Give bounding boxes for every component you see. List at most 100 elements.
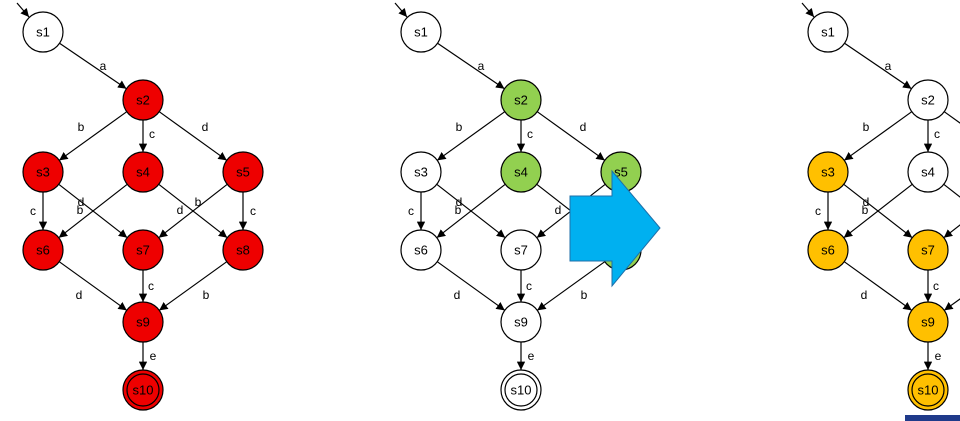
state-label-s5: s5 bbox=[614, 165, 628, 180]
edge-label-s7-s9: c bbox=[933, 279, 939, 293]
state-label-s1: s1 bbox=[414, 25, 428, 40]
edge-label-s5-s8: c bbox=[250, 204, 256, 218]
state-node-s6: s6 bbox=[22, 229, 64, 271]
state-label-s4: s4 bbox=[921, 165, 935, 180]
edge-label-s2-s3: b bbox=[78, 120, 85, 134]
edge-label-s3-s6: c bbox=[408, 204, 414, 218]
edge-s6-s9 bbox=[843, 261, 913, 311]
edge-label-s3-s7: d bbox=[863, 195, 870, 209]
edge-label-s6-s9: d bbox=[861, 288, 868, 302]
edge-label-s2-s4: c bbox=[149, 127, 155, 141]
state-node-s9: s9 bbox=[907, 301, 949, 343]
state-label-s6: s6 bbox=[821, 243, 835, 258]
state-node-s1: s1 bbox=[400, 11, 442, 53]
state-node-s1: s1 bbox=[807, 11, 849, 53]
state-node-s10: s10 bbox=[122, 369, 164, 411]
start-arrow bbox=[394, 2, 408, 18]
state-node-s10: s10 bbox=[907, 369, 949, 411]
edge-s1-s2 bbox=[844, 42, 912, 90]
edge-label-s4-s6: b bbox=[77, 203, 84, 217]
state-node-s7: s7 bbox=[907, 229, 949, 271]
state-label-s9: s9 bbox=[514, 315, 528, 330]
edge-s4-s6 bbox=[436, 183, 506, 239]
state-node-s5: s5 bbox=[600, 151, 642, 193]
state-label-s7: s7 bbox=[921, 243, 935, 258]
edge-s5-s7 bbox=[158, 183, 228, 239]
state-label-s3: s3 bbox=[414, 165, 428, 180]
edge-label-s9-s10: e bbox=[150, 349, 157, 363]
edge-label-s2-s4: c bbox=[934, 127, 940, 141]
state-node-s3: s3 bbox=[807, 151, 849, 193]
edge-label-s2-s3: b bbox=[456, 120, 463, 134]
edge-s2-s5 bbox=[158, 111, 228, 161]
state-node-s8: s8 bbox=[222, 229, 264, 271]
edge-s4-s6 bbox=[58, 183, 128, 239]
state-label-s9: s9 bbox=[136, 315, 150, 330]
start-arrow bbox=[16, 2, 30, 18]
edge-s8-s9 bbox=[158, 261, 228, 311]
start-arrow bbox=[801, 2, 815, 18]
edge-label-s7-s9: c bbox=[148, 279, 154, 293]
edge-label-s3-s6: c bbox=[30, 204, 36, 218]
state-label-s8: s8 bbox=[236, 243, 250, 258]
edge-s6-s9 bbox=[58, 261, 128, 311]
edge-s8-s9 bbox=[943, 298, 960, 311]
edge-label-s1-s2: a bbox=[478, 59, 485, 73]
edge-label-s4-s6: b bbox=[862, 203, 869, 217]
edge-label-s9-s10: e bbox=[528, 349, 535, 363]
state-node-s4: s4 bbox=[500, 151, 542, 193]
state-node-s2: s2 bbox=[122, 79, 164, 121]
state-label-s1: s1 bbox=[821, 25, 835, 40]
state-node-s2: s2 bbox=[500, 79, 542, 121]
edge-label-s3-s7: d bbox=[456, 195, 463, 209]
state-label-s4: s4 bbox=[136, 165, 150, 180]
edge-label-s2-s4: c bbox=[527, 127, 533, 141]
edge-s2-s5 bbox=[943, 111, 960, 124]
edge-label-s1-s2: a bbox=[100, 59, 107, 73]
edge-label-s2-s3: b bbox=[863, 120, 870, 134]
state-node-s3: s3 bbox=[22, 151, 64, 193]
edge-label-s6-s9: d bbox=[76, 288, 83, 302]
state-node-s7: s7 bbox=[122, 229, 164, 271]
state-node-s7: s7 bbox=[500, 229, 542, 271]
state-node-s6: s6 bbox=[807, 229, 849, 271]
state-label-s2: s2 bbox=[514, 93, 528, 108]
state-node-s4: s4 bbox=[907, 151, 949, 193]
edge-label-s3-s6: c bbox=[815, 204, 821, 218]
state-label-s4: s4 bbox=[514, 165, 528, 180]
edge-label-s7-s9: c bbox=[526, 279, 532, 293]
edge-s2-s3 bbox=[843, 111, 913, 161]
state-label-s7: s7 bbox=[136, 243, 150, 258]
state-label-s5: s5 bbox=[236, 165, 250, 180]
state-node-s6: s6 bbox=[400, 229, 442, 271]
state-node-s9: s9 bbox=[122, 301, 164, 343]
state-label-s10: s10 bbox=[133, 383, 154, 398]
edge-s5-s7 bbox=[943, 224, 960, 239]
edge-s1-s2 bbox=[437, 42, 505, 90]
state-label-s3: s3 bbox=[36, 165, 50, 180]
edge-s2-s5 bbox=[536, 111, 606, 161]
state-node-s5: s5 bbox=[222, 151, 264, 193]
state-label-s1: s1 bbox=[36, 25, 50, 40]
edge-s2-s3 bbox=[58, 111, 128, 161]
edge-label-s4-s8: d bbox=[555, 203, 562, 217]
state-node-s9: s9 bbox=[500, 301, 542, 343]
state-label-s7: s7 bbox=[514, 243, 528, 258]
edge-s6-s9 bbox=[436, 261, 506, 311]
state-label-s2: s2 bbox=[136, 93, 150, 108]
edge-label-s4-s6: b bbox=[455, 203, 462, 217]
edge-s4-s6 bbox=[843, 183, 913, 239]
edge-label-s8-s9: b bbox=[203, 288, 210, 302]
edge-label-s6-s9: d bbox=[454, 288, 461, 302]
state-label-s10: s10 bbox=[918, 383, 939, 398]
edge-label-s8-s9: b bbox=[581, 288, 588, 302]
state-node-s2: s2 bbox=[907, 79, 949, 121]
state-label-s6: s6 bbox=[414, 243, 428, 258]
edge-label-s2-s5: d bbox=[580, 120, 587, 134]
edge-label-s9-s10: e bbox=[935, 349, 942, 363]
edge-label-s2-s5: d bbox=[202, 120, 209, 134]
edge-s4-s8 bbox=[943, 183, 960, 198]
